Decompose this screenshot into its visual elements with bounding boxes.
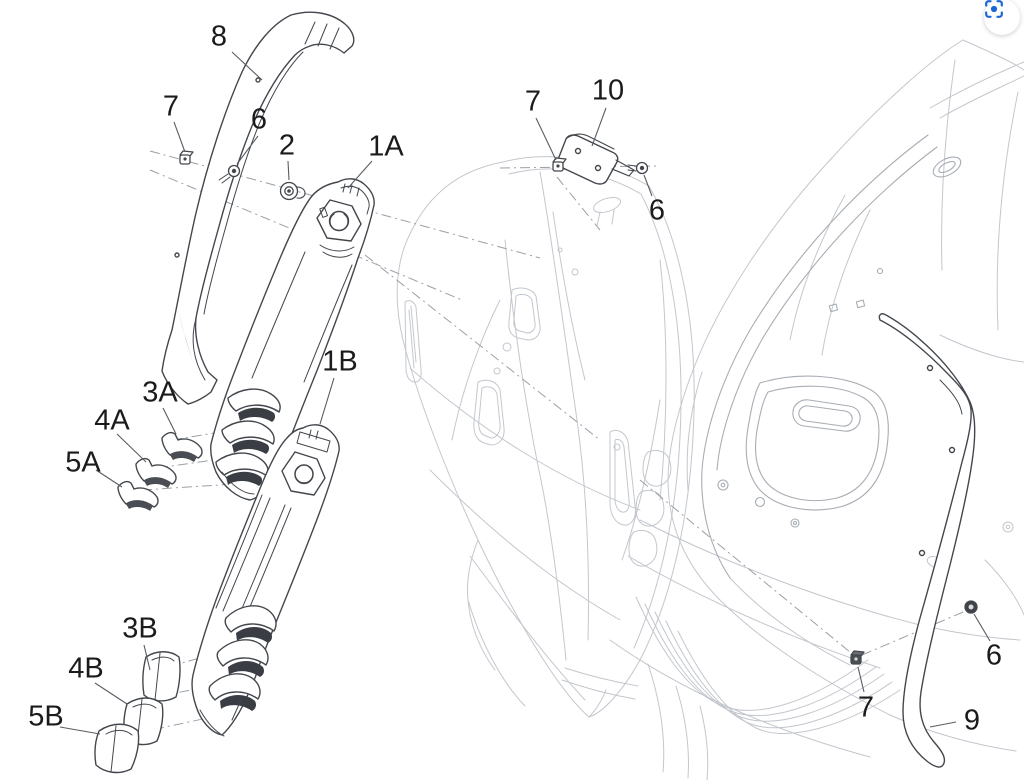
part-9-floor-trim-strip [878, 313, 976, 768]
callout-label-10: 10 [591, 74, 625, 107]
callout-label-7-middle: 7 [524, 85, 542, 118]
part-1A-spine-cover [210, 178, 375, 501]
part-7-nut-bottom [850, 650, 865, 665]
callout-label-6-middle: 6 [648, 194, 666, 227]
part-7-nut-left [179, 150, 194, 165]
lens-search-button[interactable] [984, 0, 1020, 35]
part-1B-spine-cover [191, 424, 340, 737]
part-5A-louver-trim [117, 480, 159, 511]
part-3B-louver-trim [142, 651, 181, 702]
callout-leader-lines [59, 51, 991, 735]
callout-label-8: 8 [210, 20, 228, 53]
callout-label-5A: 5A [65, 446, 101, 479]
part-10-bracket [557, 133, 635, 185]
part-4A-louver-trim [135, 457, 177, 488]
callout-label-1A: 1A [368, 130, 404, 163]
callout-label-2: 2 [278, 129, 296, 162]
callout-label-7-left: 7 [162, 90, 180, 123]
callout-label-9: 9 [963, 704, 981, 737]
callout-label-6-bottom: 6 [985, 639, 1003, 672]
callout-label-6-left: 6 [250, 103, 268, 136]
part-6-screw-middle [627, 161, 649, 175]
callout-label-1B: 1B [322, 345, 358, 378]
callout-label-4A: 4A [94, 404, 130, 437]
callout-label-4B: 4B [68, 652, 104, 685]
part-5B-louver-trim [94, 723, 140, 774]
callout-label-5B: 5B [28, 700, 64, 733]
part-7-nut-middle [552, 157, 567, 172]
callout-label-3B: 3B [122, 612, 158, 645]
scooter-body-lineart [396, 39, 1024, 781]
callout-label-3A: 3A [142, 376, 178, 409]
part-3A-louver-trim [161, 431, 203, 462]
part-2-grommet [279, 181, 306, 201]
part-6-screw-left [218, 164, 241, 184]
part-8-shield-top-trim [161, 11, 355, 405]
part-6-screw-bottom [964, 600, 978, 614]
camera-lens-icon [985, 0, 1003, 18]
callout-label-7-bottom: 7 [857, 691, 875, 724]
rear-body-details [701, 134, 962, 579]
